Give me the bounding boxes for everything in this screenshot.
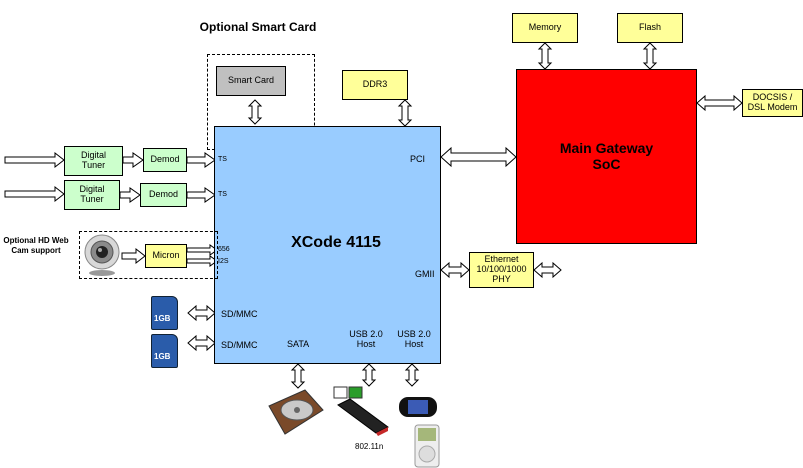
arrow-tuner2-demod2: [119, 187, 141, 203]
wifi-dongle-icon: [333, 386, 389, 436]
docsis-modem-box: DOCSIS / DSL Modem: [742, 89, 803, 117]
port-usb-1: USB 2.0 Host: [349, 329, 383, 349]
arrow-flash-soc: [642, 42, 658, 70]
arrow-micron-i2s: [186, 255, 218, 267]
port-ts-2: TS: [218, 191, 227, 198]
arrow-ddr3-xcode: [397, 99, 413, 127]
arrow-webcam-micron: [121, 247, 146, 265]
arrow-in-tuner2: [4, 185, 65, 203]
arrow-gmii-ethernet: [440, 261, 470, 279]
main-gateway-soc: Main Gateway SoC: [516, 69, 697, 244]
port-pci: PCI: [410, 154, 426, 164]
digital-tuner-1: Digital Tuner: [64, 146, 123, 176]
port-656: 656: [218, 246, 230, 253]
ethernet-phy-box: Ethernet 10/100/1000 PHY: [469, 252, 534, 288]
arrow-usb1: [361, 363, 377, 387]
sd-card-icon-1: 1GB: [151, 296, 178, 330]
arrow-demod2-ts2: [186, 187, 216, 203]
arrow-micron-656: [186, 244, 218, 256]
digital-tuner-2: Digital Tuner: [64, 180, 120, 210]
arrow-sdmmc1: [187, 304, 216, 322]
port-ts-1: TS: [218, 156, 227, 163]
port-sdmmc-1: SD/MMC: [221, 309, 258, 319]
arrow-smartcard-xcode: [247, 99, 263, 125]
xcode-block: [214, 126, 441, 364]
port-i2s: I2S: [218, 258, 229, 265]
arrow-in-tuner1: [4, 151, 65, 169]
media-player-icon: [414, 424, 440, 468]
wifi-label: 802.11n: [355, 442, 384, 451]
webcam-icon: [84, 234, 120, 276]
arrow-sata: [290, 363, 306, 389]
handheld-game-icon: [399, 397, 437, 417]
demod-2: Demod: [140, 183, 187, 207]
port-gmii: GMII: [415, 269, 435, 279]
micron-box: Micron: [145, 244, 187, 268]
hard-drive-icon: [268, 389, 324, 435]
ddr3-box: DDR3: [342, 70, 408, 100]
port-usb-2: USB 2.0 Host: [397, 329, 431, 349]
arrow-sdmmc2: [187, 334, 216, 352]
port-sdmmc-2: SD/MMC: [221, 340, 258, 350]
arrow-demod1-ts1: [186, 152, 216, 168]
sd-card-icon-2: 1GB: [151, 334, 178, 368]
arrow-tuner1-demod1: [122, 152, 144, 168]
smart-card-box: Smart Card: [216, 66, 286, 96]
sd-card-label-2: 1GB: [154, 352, 171, 361]
arrow-pci-soc: [440, 146, 517, 168]
arrow-ethernet-external: [533, 261, 562, 279]
arrow-usb2: [404, 363, 420, 387]
webcam-label: Optional HD Web Cam support: [3, 236, 69, 255]
webcam-dashed-region: [79, 231, 218, 279]
demod-1: Demod: [143, 148, 187, 172]
memory-box: Memory: [512, 13, 578, 43]
arrow-soc-docsis: [696, 94, 743, 112]
xcode-title: XCode 4115: [291, 234, 381, 251]
sd-card-label-1: 1GB: [154, 314, 171, 323]
arrow-memory-soc: [537, 42, 553, 70]
port-sata: SATA: [287, 339, 310, 349]
smart-card-heading: Optional Smart Card: [199, 20, 317, 34]
flash-box: Flash: [617, 13, 683, 43]
